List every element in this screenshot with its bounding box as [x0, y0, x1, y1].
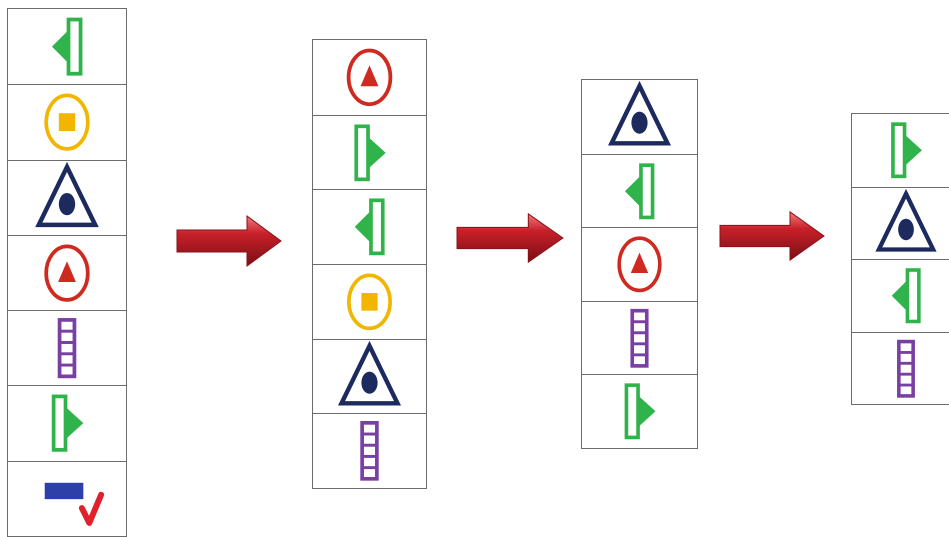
triangle-in-circle-icon [617, 236, 662, 293]
column-cell [852, 259, 949, 332]
flag-pointing-right-icon [891, 122, 922, 179]
column-4 [851, 113, 949, 405]
column-cell [8, 460, 126, 536]
dot-in-triangle-icon [608, 80, 671, 146]
column-cell [8, 310, 126, 385]
column-cell [8, 84, 126, 159]
column-cell [313, 40, 426, 115]
triangle-in-circle-icon [346, 48, 393, 107]
column-cell [582, 227, 697, 301]
flag-pointing-right-icon [51, 394, 84, 453]
column-1 [7, 8, 127, 537]
flag-pointing-right-icon [354, 124, 386, 181]
flag-pointing-left-icon [354, 198, 385, 256]
arrow-shape [176, 215, 282, 267]
flag-pointing-right-icon [624, 383, 656, 440]
column-cell [582, 300, 697, 375]
column-cell [852, 331, 949, 405]
flag-pointing-left-icon [51, 17, 83, 76]
column-cell [8, 385, 126, 460]
column-cell [313, 338, 426, 414]
flag-pointing-left-icon [891, 268, 921, 324]
column-3 [581, 79, 698, 449]
dot-in-triangle-icon [337, 340, 402, 406]
column-cell [852, 114, 949, 187]
right-arrow-icon [175, 212, 285, 270]
column-cell [8, 159, 126, 235]
column-cell [582, 80, 697, 154]
triangle-in-circle-icon [44, 244, 90, 302]
right-arrow-icon [718, 208, 828, 264]
dot-in-triangle-icon [875, 188, 937, 252]
column-cell [313, 264, 426, 339]
square-in-circle-icon [44, 93, 90, 152]
column-cell [313, 189, 426, 264]
blue-bar-with-checkmark-icon [44, 482, 105, 526]
ladder-bar-icon [57, 318, 77, 379]
column-cell [313, 114, 426, 190]
arrow-shape [456, 212, 564, 264]
column-cell [313, 413, 426, 488]
square-in-circle-icon [347, 273, 392, 331]
ladder-bar-icon [360, 421, 379, 481]
ladder-bar-icon [630, 308, 649, 368]
flag-pointing-left-icon [624, 162, 655, 219]
column-cell [852, 186, 949, 260]
ladder-bar-icon [897, 339, 915, 398]
arrow-shape [719, 210, 825, 262]
dot-in-triangle-icon [35, 161, 99, 227]
column-2 [312, 39, 427, 489]
right-arrow-icon [455, 210, 567, 266]
column-cell [8, 234, 126, 310]
column-cell [582, 374, 697, 448]
column-cell [582, 153, 697, 228]
column-cell [8, 9, 126, 84]
